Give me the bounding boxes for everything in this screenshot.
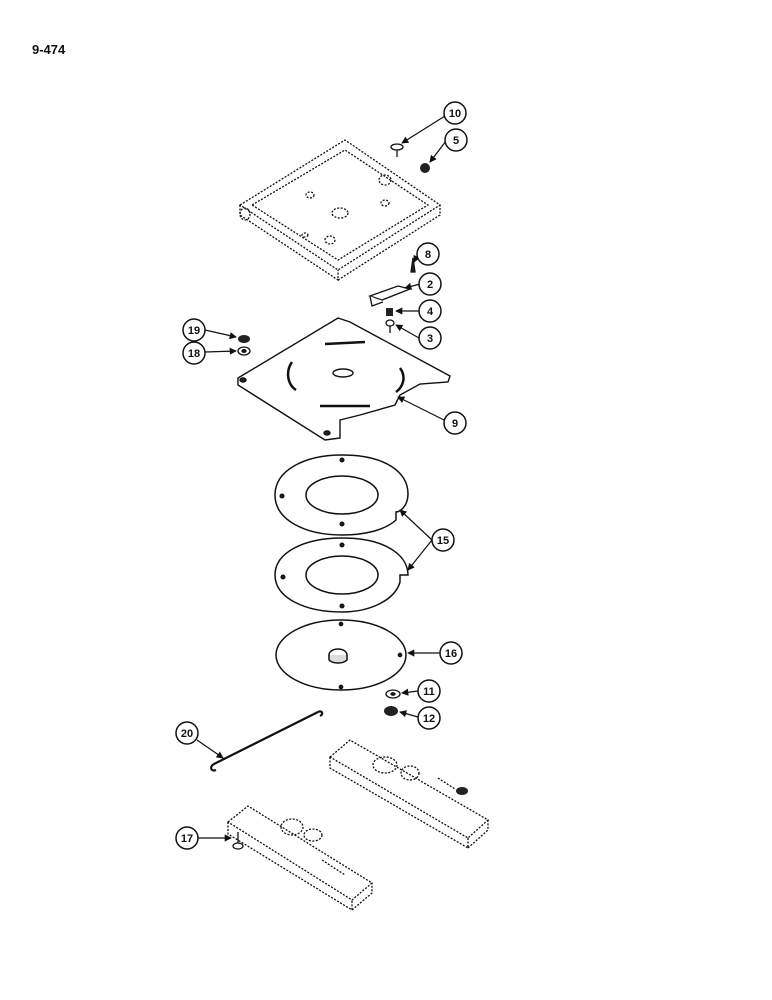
svg-text:9: 9 xyxy=(452,418,458,430)
callout-5: 5 xyxy=(444,128,468,152)
bolt-part-17 xyxy=(232,832,244,850)
callout-2: 2 xyxy=(418,272,442,296)
button-part-10 xyxy=(390,143,404,157)
svg-text:15: 15 xyxy=(437,535,449,547)
svg-text:16: 16 xyxy=(445,648,457,660)
rod-part-20 xyxy=(210,710,324,772)
callout-20: 20 xyxy=(175,721,199,745)
nut-part-12 xyxy=(384,706,398,716)
callout-17: 17 xyxy=(175,826,199,850)
svg-text:10: 10 xyxy=(449,108,461,120)
svg-text:20: 20 xyxy=(181,728,193,740)
svg-text:17: 17 xyxy=(181,833,193,845)
base-disc xyxy=(275,619,407,691)
pin-part-8 xyxy=(410,257,416,273)
svg-text:4: 4 xyxy=(427,306,434,318)
nut-part-19 xyxy=(238,335,250,343)
callout-3: 3 xyxy=(418,326,442,350)
seat-frame xyxy=(238,139,442,282)
spring-icon xyxy=(456,787,468,795)
slide-rail-left xyxy=(226,805,374,912)
callout-18: 18 xyxy=(182,341,206,365)
callout-12: 12 xyxy=(417,706,441,730)
callout-9: 9 xyxy=(443,411,467,435)
friction-disc-lower xyxy=(274,537,409,613)
spacer-part-4 xyxy=(386,308,393,316)
svg-text:18: 18 xyxy=(188,348,200,360)
callout-10: 10 xyxy=(443,101,467,125)
svg-text:8: 8 xyxy=(425,249,431,261)
callout-8: 8 xyxy=(416,242,440,266)
svg-text:12: 12 xyxy=(423,713,435,725)
bolt-part-3 xyxy=(385,319,395,333)
svg-text:19: 19 xyxy=(188,325,200,337)
nut-part-5 xyxy=(420,163,430,173)
callout-4: 4 xyxy=(418,299,442,323)
latch-part-2 xyxy=(368,285,413,307)
svg-text:3: 3 xyxy=(427,333,433,345)
svg-text:11: 11 xyxy=(423,686,435,698)
svg-text:2: 2 xyxy=(427,279,433,291)
washer-part-18 xyxy=(237,346,251,356)
callout-16: 16 xyxy=(439,641,463,665)
callout-15: 15 xyxy=(431,528,455,552)
friction-disc-upper xyxy=(274,454,409,536)
callout-19: 19 xyxy=(182,318,206,342)
washer-part-11 xyxy=(385,689,401,699)
svg-text:5: 5 xyxy=(453,135,459,147)
page-number-label: 9-474 xyxy=(32,42,66,57)
swivel-plate xyxy=(237,317,451,441)
callout-leaders xyxy=(196,115,447,842)
callout-11: 11 xyxy=(417,679,441,703)
slide-rail-right xyxy=(328,739,490,850)
